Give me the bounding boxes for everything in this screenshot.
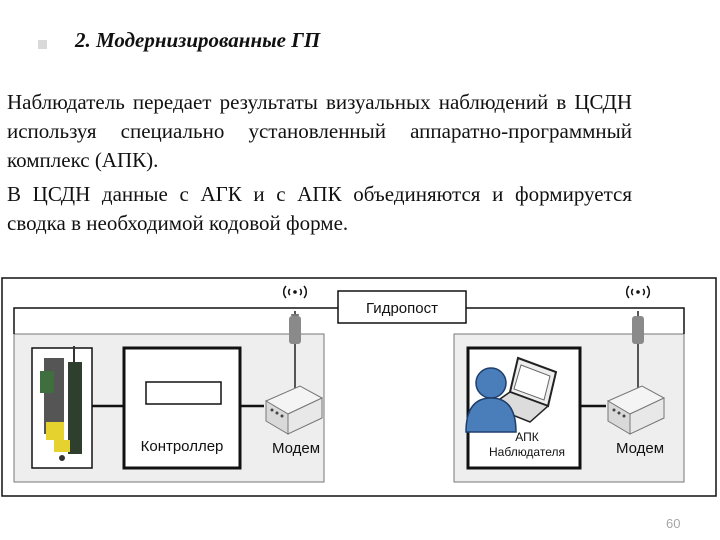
hydropost-title: Гидропост [366, 300, 438, 317]
modem-left-label: Модем [272, 440, 320, 457]
antenna-left-icon [282, 285, 308, 388]
modem-right-label: Модем [616, 440, 664, 457]
hydropost-title-box [337, 290, 467, 324]
page-number: 60 [666, 516, 681, 531]
paragraph-observer: Наблюдатель передает результаты визуальн… [7, 90, 632, 172]
sensor-device-icon [40, 346, 82, 461]
laptop-icon [488, 356, 558, 423]
slide-heading: 2. Модернизированные ГП [75, 28, 321, 52]
paragraph-data-merge: В ЦСДН данные с АГК и с АПК объединяются… [7, 182, 632, 235]
controller-display [145, 381, 222, 405]
apk-label-line2: Наблюдателя [489, 445, 565, 459]
modem-left-icon [264, 385, 324, 435]
hydropost-diagram: Гидропост Контроллер Модем [1, 277, 717, 497]
controller-box [122, 346, 242, 470]
apk-label-line1: АПК [515, 430, 538, 444]
hydropost-bracket [13, 307, 685, 334]
modem-right-icon [606, 385, 666, 435]
antenna-right-icon [625, 285, 651, 388]
user-person-icon [465, 367, 517, 433]
controller-label: Контроллер [141, 438, 224, 455]
bullet-marker [38, 40, 47, 49]
